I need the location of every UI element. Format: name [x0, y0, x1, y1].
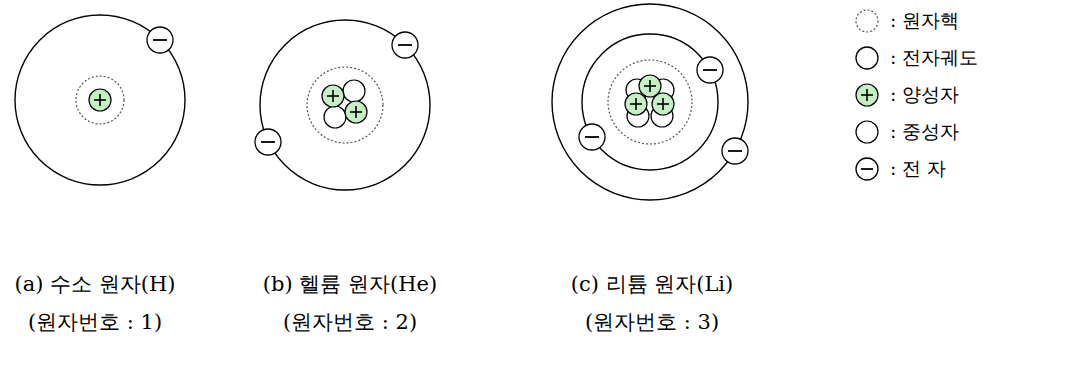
legend-row: : 중성자 — [852, 117, 959, 147]
legend-text: : 양성자 — [890, 82, 959, 108]
atom-caption: (원자번호 : 2) — [283, 310, 417, 335]
nucleus-outline — [608, 60, 692, 144]
nucleus-outline — [76, 76, 124, 124]
atom-caption: (원자번호 : 1) — [28, 310, 162, 335]
legend-row: : 전자궤도 — [852, 43, 978, 73]
legend-text: : 전자궤도 — [890, 45, 978, 71]
atom-caption: (원자번호 : 3) — [585, 310, 719, 335]
legend-row: : 전 자 — [852, 154, 946, 184]
legend-symbol — [852, 80, 882, 110]
nucleus-outline — [307, 67, 383, 143]
electron-orbit — [15, 15, 185, 185]
helium-atom — [255, 20, 430, 190]
legend-row: : 원자핵 — [852, 6, 959, 36]
electron-orbit — [260, 20, 430, 190]
legend-symbol — [852, 117, 882, 147]
legend-symbol — [852, 43, 882, 73]
legend-text: : 중성자 — [890, 119, 959, 145]
legend-text: : 전 자 — [890, 156, 946, 182]
hydrogen-atom — [15, 15, 185, 185]
legend-row: : 양성자 — [852, 80, 959, 110]
electron-orbit — [552, 4, 748, 200]
legend-symbol — [852, 154, 882, 184]
atom-caption: (a) 수소 원자(H) — [15, 272, 176, 297]
electron-orbit — [582, 34, 718, 170]
legend-text: : 원자핵 — [890, 8, 959, 34]
atom-caption: (b) 헬륨 원자(He) — [263, 272, 437, 297]
legend-symbol — [852, 6, 882, 36]
atom-caption: (c) 리튬 원자(Li) — [571, 272, 734, 297]
lithium-atom — [552, 4, 748, 200]
